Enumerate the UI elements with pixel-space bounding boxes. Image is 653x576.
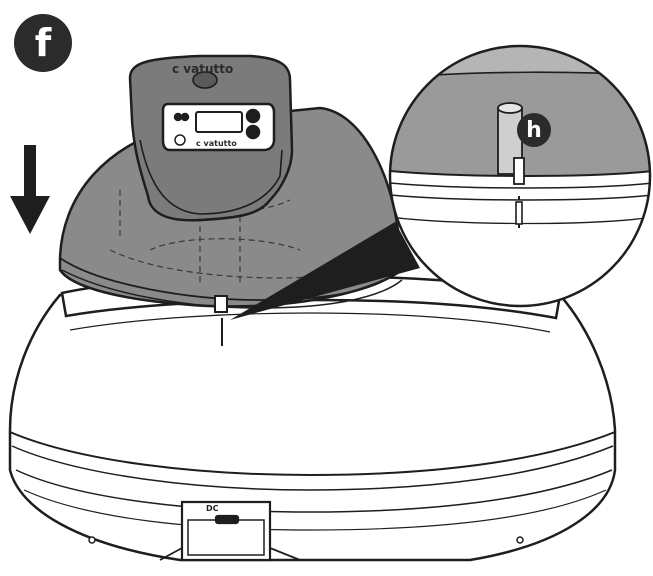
power-socket-housing [159,500,301,562]
callout-badge: h [517,113,551,147]
lid-alignment-tab [214,295,228,313]
brand-logo-panel: c vatutto [196,139,237,148]
power-label: DC [206,504,219,513]
brand-logo-top: c vatutto [172,62,233,76]
incubator-base [8,274,617,562]
step-badge: f [14,14,72,72]
callout-pointer [230,222,420,320]
down-arrow-icon [10,145,50,234]
control-unit [128,54,294,222]
zoom-detail [388,44,652,308]
